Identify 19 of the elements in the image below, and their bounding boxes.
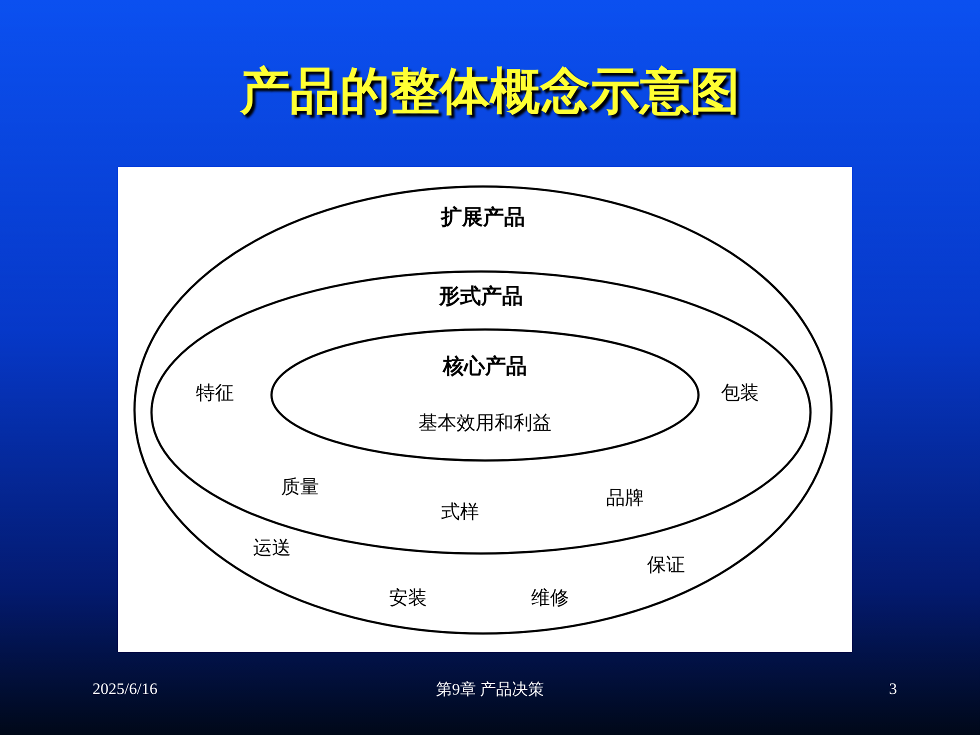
region-text: 基本效用和利益 xyxy=(418,411,552,436)
title: 产品的整体概念示意图 xyxy=(238,60,741,122)
footer-text: 3 xyxy=(889,681,897,699)
ellipse-region xyxy=(270,328,700,462)
footer-text: 2025/6/16 xyxy=(92,681,158,699)
attribute-label: 安装 xyxy=(389,586,427,611)
attribute-label: 运送 xyxy=(253,536,291,561)
region-heading: 扩展产品 xyxy=(441,204,525,231)
attribute-label: 式样 xyxy=(441,500,479,525)
region-heading: 核心产品 xyxy=(443,353,527,380)
attribute-label: 特征 xyxy=(196,381,234,406)
ellipse-region xyxy=(150,270,812,555)
attribute-label: 包装 xyxy=(721,381,759,406)
attribute-label: 维修 xyxy=(531,586,569,611)
attribute-label: 质量 xyxy=(281,475,319,500)
region-heading: 形式产品 xyxy=(439,283,523,310)
footer-text: 第9章 产品决策 xyxy=(436,680,544,700)
attribute-label: 品牌 xyxy=(606,486,644,511)
attribute-label: 保证 xyxy=(647,553,685,578)
